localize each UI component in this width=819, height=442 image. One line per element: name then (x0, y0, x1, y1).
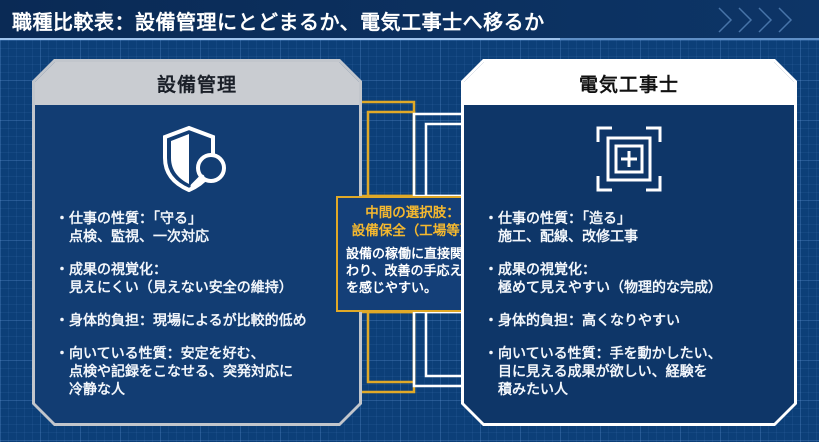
item-list: ・ 仕事の性質：「守る」 点検、監視、一次対応 ・ 成果の視覚化： 見えにくい（… (55, 210, 345, 414)
item-text: 向いている性質：安定を好む、 点検や記録をこなせる、突発対応に 冷静な人 (69, 346, 293, 398)
item-text: 向いている性質：手を動かしたい、 目に見える成果が欲しい、経験を 積みたい人 (498, 346, 722, 398)
connector-gold-lower (356, 310, 416, 394)
item-list: ・ 仕事の性質：「造る」 施工、配線、改修工事 ・ 成果の視覚化： 極めて見えや… (484, 210, 780, 414)
list-item: ・ 成果の視覚化： 極めて見えやすい（物理的な完成） (484, 261, 780, 297)
connector-gold-lower-inner (366, 310, 416, 384)
middle-option-title: 中間の選択肢： 設備保全（工場等） (351, 205, 474, 239)
bullet-icon: ・ (55, 262, 69, 278)
bullet-icon: ・ (55, 346, 69, 362)
electrical-panel-icon (594, 124, 664, 194)
item-text: 仕事の性質：「守る」 点検、監視、一次対応 (69, 211, 209, 245)
connector-white-upper-inner (424, 122, 466, 198)
title-underline (0, 38, 560, 40)
connector-white-lower-inner (424, 310, 466, 378)
list-item: ・ 身体的負担：現場によるが比較的低め (55, 312, 345, 330)
item-text: 仕事の性質：「造る」 施工、配線、改修工事 (498, 211, 638, 245)
bullet-icon: ・ (484, 313, 498, 329)
page-title: 職種比較表：設備管理にとどまるか、電気工事士へ移るか (12, 10, 545, 34)
icon-container (464, 124, 794, 194)
bullet-icon: ・ (484, 211, 498, 227)
panel-header: 設備管理 (35, 62, 359, 105)
bullet-icon: ・ (55, 313, 69, 329)
panel-inner: 電気工事士 ・ 仕事の性質：「造る」 施工、配線、改修工事 (464, 62, 794, 423)
connector-gold-upper-inner (366, 110, 416, 198)
shield-magnifier-icon (159, 124, 235, 194)
chevron-decoration-icon (718, 7, 793, 33)
middle-option-body: 設備の稼働に直接関 わり、改善の手応え を感じやすい。 (346, 247, 464, 296)
panel-electrician: 電気工事士 ・ 仕事の性質：「造る」 施工、配線、改修工事 (461, 59, 797, 426)
bullet-icon: ・ (55, 211, 69, 227)
list-item: ・ 成果の視覚化： 見えにくい（見えない安全の維持） (55, 261, 345, 297)
item-text: 成果の視覚化： 見えにくい（見えない安全の維持） (69, 262, 293, 296)
panel-inner: 設備管理 ・ 仕事の性質：「守る」 点検、監視、一次対応 ・ 成果の視覚化： 見… (35, 62, 359, 423)
item-text: 身体的負担：現場によるが比較的低め (69, 313, 307, 329)
item-text: 成果の視覚化： 極めて見えやすい（物理的な完成） (498, 262, 722, 296)
icon-container (35, 124, 359, 194)
list-item: ・ 向いている性質：手を動かしたい、 目に見える成果が欲しい、経験を 積みたい人 (484, 345, 780, 399)
list-item: ・ 仕事の性質：「造る」 施工、配線、改修工事 (484, 210, 780, 246)
panel-header: 電気工事士 (464, 62, 794, 105)
list-item: ・ 身体的負担：高くなりやすい (484, 312, 780, 330)
title-bar: 職種比較表：設備管理にとどまるか、電気工事士へ移るか (0, 0, 819, 40)
bullet-icon: ・ (484, 262, 498, 278)
bullet-icon: ・ (484, 346, 498, 362)
connector-white-upper (412, 112, 466, 198)
panel-facility-management: 設備管理 ・ 仕事の性質：「守る」 点検、監視、一次対応 ・ 成果の視覚化： 見… (32, 59, 362, 426)
list-item: ・ 向いている性質：安定を好む、 点検や記録をこなせる、突発対応に 冷静な人 (55, 345, 345, 399)
connector-gold-upper (356, 100, 416, 198)
item-text: 身体的負担：高くなりやすい (498, 313, 680, 329)
list-item: ・ 仕事の性質：「守る」 点検、監視、一次対応 (55, 210, 345, 246)
